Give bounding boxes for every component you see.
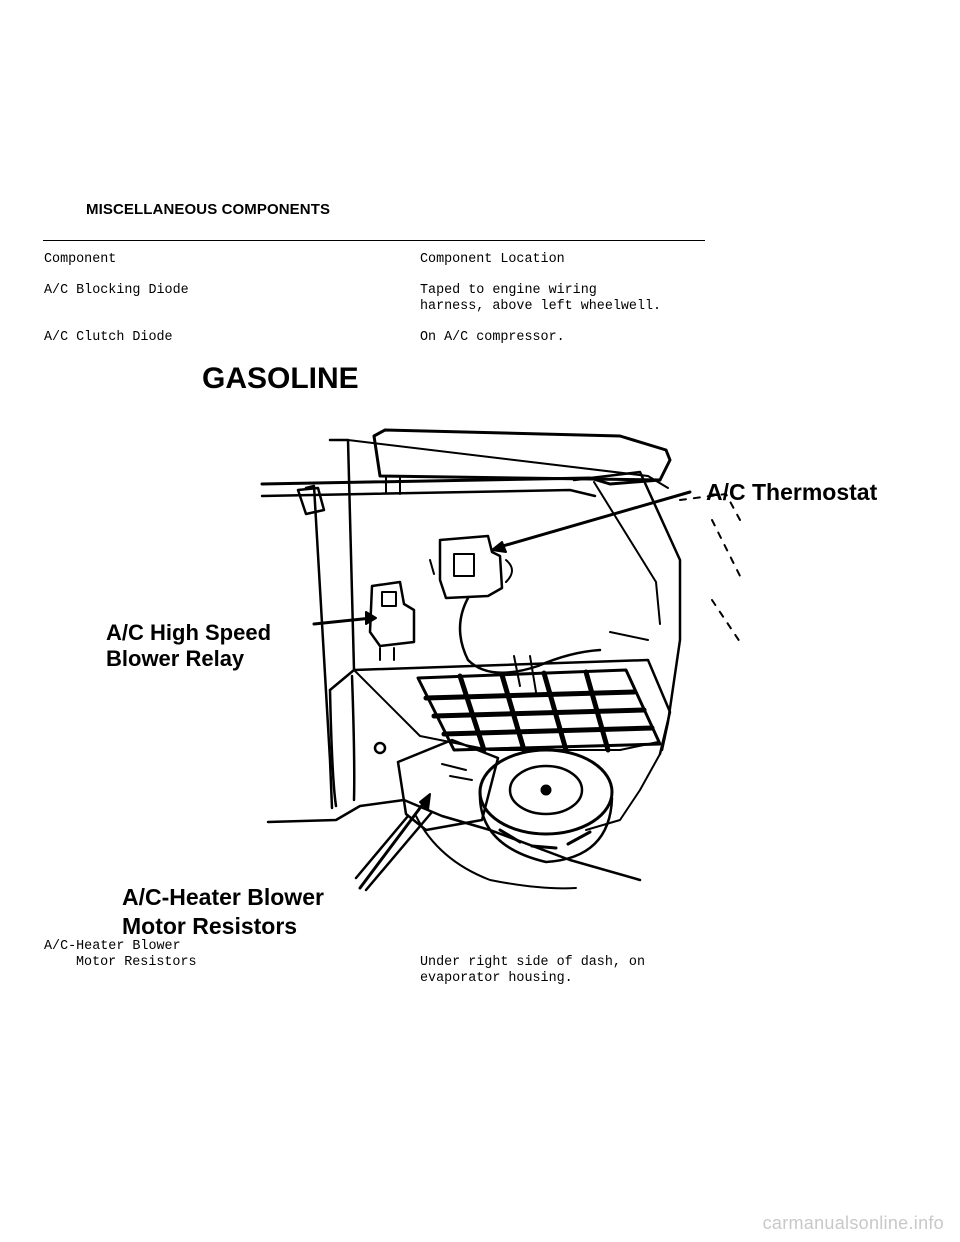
component-location-diagram: GASOLINE bbox=[100, 360, 910, 950]
row-3-location-line1: Under right side of dash, on bbox=[420, 955, 645, 970]
callout-resistors-line1: A/C-Heater Blower bbox=[122, 884, 324, 910]
row-3-component-line2: Motor Resistors bbox=[76, 955, 197, 970]
callout-thermostat: A/C Thermostat bbox=[706, 479, 878, 505]
row-3-location-line2: evaporator housing. bbox=[420, 971, 573, 986]
row-1-location-line2: harness, above left wheelwell. bbox=[420, 299, 662, 314]
figure-title: GASOLINE bbox=[202, 362, 359, 395]
row-2-location-line1: On A/C compressor. bbox=[420, 330, 565, 345]
callout-relay-line2: Blower Relay bbox=[106, 646, 245, 671]
row-2-component: A/C Clutch Diode bbox=[44, 330, 173, 345]
row-3-component-line1: A/C-Heater Blower bbox=[44, 939, 181, 954]
callout-resistors-line2: Motor Resistors bbox=[122, 913, 297, 939]
section-heading: MISCELLANEOUS COMPONENTS bbox=[86, 201, 331, 218]
row-1-component: A/C Blocking Diode bbox=[44, 283, 189, 298]
column-header-component: Component bbox=[44, 252, 117, 267]
row-1-location-line1: Taped to engine wiring bbox=[420, 283, 597, 298]
column-header-location: Component Location bbox=[420, 252, 565, 267]
callout-relay-line1: A/C High Speed bbox=[106, 620, 271, 645]
heading-divider bbox=[43, 240, 705, 241]
watermark-text: carmanualsonline.info bbox=[762, 1213, 944, 1233]
